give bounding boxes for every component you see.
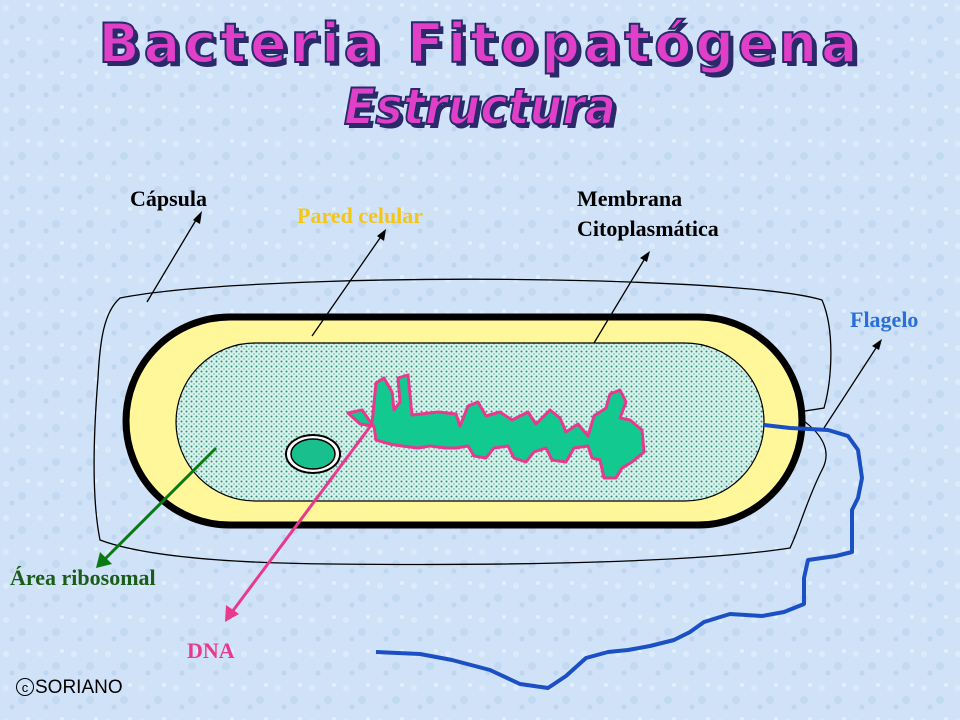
pointer-flagelo xyxy=(823,339,882,429)
title: Bacteria Fitopatógena xyxy=(98,11,862,76)
label-pared-celular: Pared celular xyxy=(297,203,424,228)
pointer-dna xyxy=(225,423,374,622)
pointer-capsula xyxy=(146,211,202,303)
flagellum xyxy=(375,423,864,690)
pointer-pared xyxy=(311,229,386,337)
label-flagelo: Flagelo xyxy=(850,307,919,332)
label-membrana-line2: Citoplasmática xyxy=(577,216,719,241)
pointer-membrana xyxy=(593,251,650,344)
label-membrana-line1: Membrana xyxy=(577,186,683,211)
label-area-ribosomal: Área ribosomal xyxy=(10,565,156,590)
label-dna: DNA xyxy=(187,638,235,663)
capsule-outline xyxy=(93,278,832,566)
copyright-text: SORIANO xyxy=(35,677,123,698)
nucleoid xyxy=(346,373,646,480)
label-membrana-citoplasmatica: Membrana Citoplasmática xyxy=(577,184,719,244)
label-capsula: Cápsula xyxy=(130,186,208,211)
copyright-icon: c xyxy=(16,678,34,696)
subtitle: Estructura xyxy=(343,77,617,137)
pointer-area-ribosomal xyxy=(96,446,218,568)
